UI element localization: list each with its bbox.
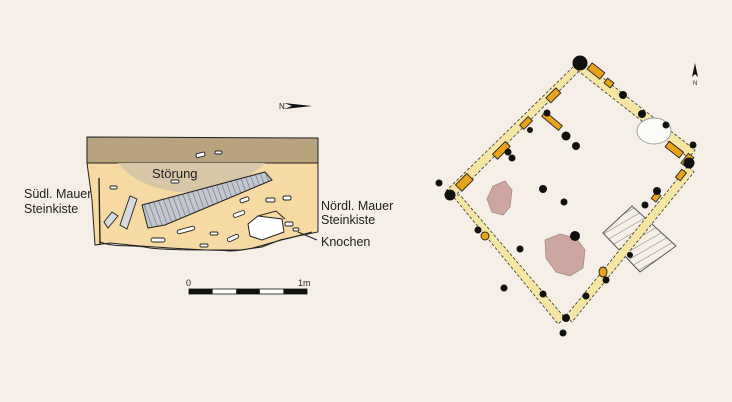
disturbance-label: Störung [152,166,198,181]
south-wall-label-line1: Südl. Mauer [24,187,91,201]
bone-fragments [247,210,300,241]
section-drawing: N [24,102,393,295]
stone-slab [141,171,273,229]
plan-north-letter: N [693,81,697,87]
topsoil-layer [86,136,319,164]
south-wall-slab [119,195,138,230]
bones-label: Knochen [321,235,370,249]
pit-feature [486,180,513,216]
pit-feature [544,233,586,277]
scale-start-label: 0 [186,278,191,288]
north-wall-label-line1: Nördl. Mauer [321,199,393,213]
scale-end-label: 1m [298,278,311,288]
section-north-letter: N [279,102,285,111]
scale-bar: 0 1m [186,278,311,295]
south-wall-label-line2: Steinkiste [24,202,78,216]
north-arrow-icon: N [279,102,312,111]
plan-drawing: N [435,55,698,337]
white-stone [636,117,672,145]
post-holes [435,55,697,337]
north-wall-label-line2: Steinkiste [321,213,375,227]
section-bottom-outline [99,231,313,252]
south-wall-slab [103,211,119,229]
plan-north-arrow-icon: N [692,63,698,87]
south-wall-edge [98,177,101,246]
bones-leader-line [297,231,318,241]
section-stones [109,150,292,248]
